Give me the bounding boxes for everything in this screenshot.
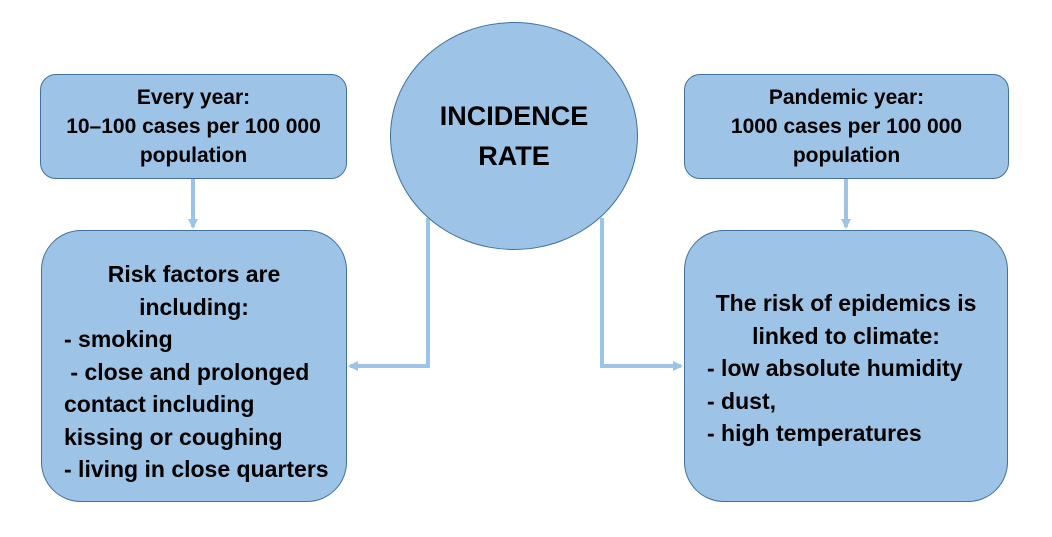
- box-every-year-line-3: population: [139, 144, 248, 167]
- climate-factor-humidity: - low absolute humidity: [707, 355, 963, 381]
- risk-factor-quarters: - living in close quarters: [64, 456, 329, 482]
- box-every-year-line-2: 10–100 cases per 100 000: [66, 115, 321, 138]
- box-pandemic-year: Pandemic year: 1000 cases per 100 000 po…: [684, 74, 1009, 179]
- box-risk-factors: Risk factors are including: - smoking - …: [41, 230, 347, 502]
- circle-line-2: RATE: [478, 141, 550, 171]
- risk-factor-contact-2: contact including: [64, 391, 255, 417]
- box-pandemic-year-line-2: 1000 cases per 100 000: [730, 115, 963, 138]
- risk-factors-heading-1: Risk factors are: [107, 261, 281, 287]
- climate-heading-2: linked to climate:: [752, 322, 940, 349]
- arrow-circle-to-left-bottom: [348, 218, 430, 371]
- box-every-year: Every year: 10–100 cases per 100 000 pop…: [40, 74, 347, 179]
- circle-line-1: INCIDENCE: [439, 101, 589, 131]
- risk-factor-contact-3: kissing or coughing: [64, 423, 283, 450]
- box-pandemic-year-line-3: population: [792, 144, 901, 167]
- climate-heading-1: The risk of epidemics is: [715, 290, 977, 316]
- risk-factor-smoking: - smoking: [64, 326, 173, 352]
- box-pandemic-year-line-1: Pandemic year:: [768, 86, 925, 109]
- arrow-circle-to-right-bottom: [600, 218, 683, 371]
- climate-factor-dust: - dust,: [707, 387, 776, 414]
- risk-factors-heading-2: including:: [139, 293, 249, 320]
- climate-factor-temperature: - high temperatures: [707, 420, 922, 446]
- risk-factor-contact-1: - close and prolonged: [64, 358, 310, 385]
- incidence-rate-circle: INCIDENCE RATE: [390, 22, 638, 250]
- box-every-year-line-1: Every year:: [136, 86, 251, 109]
- box-climate-risk: The risk of epidemics is linked to clima…: [684, 230, 1008, 502]
